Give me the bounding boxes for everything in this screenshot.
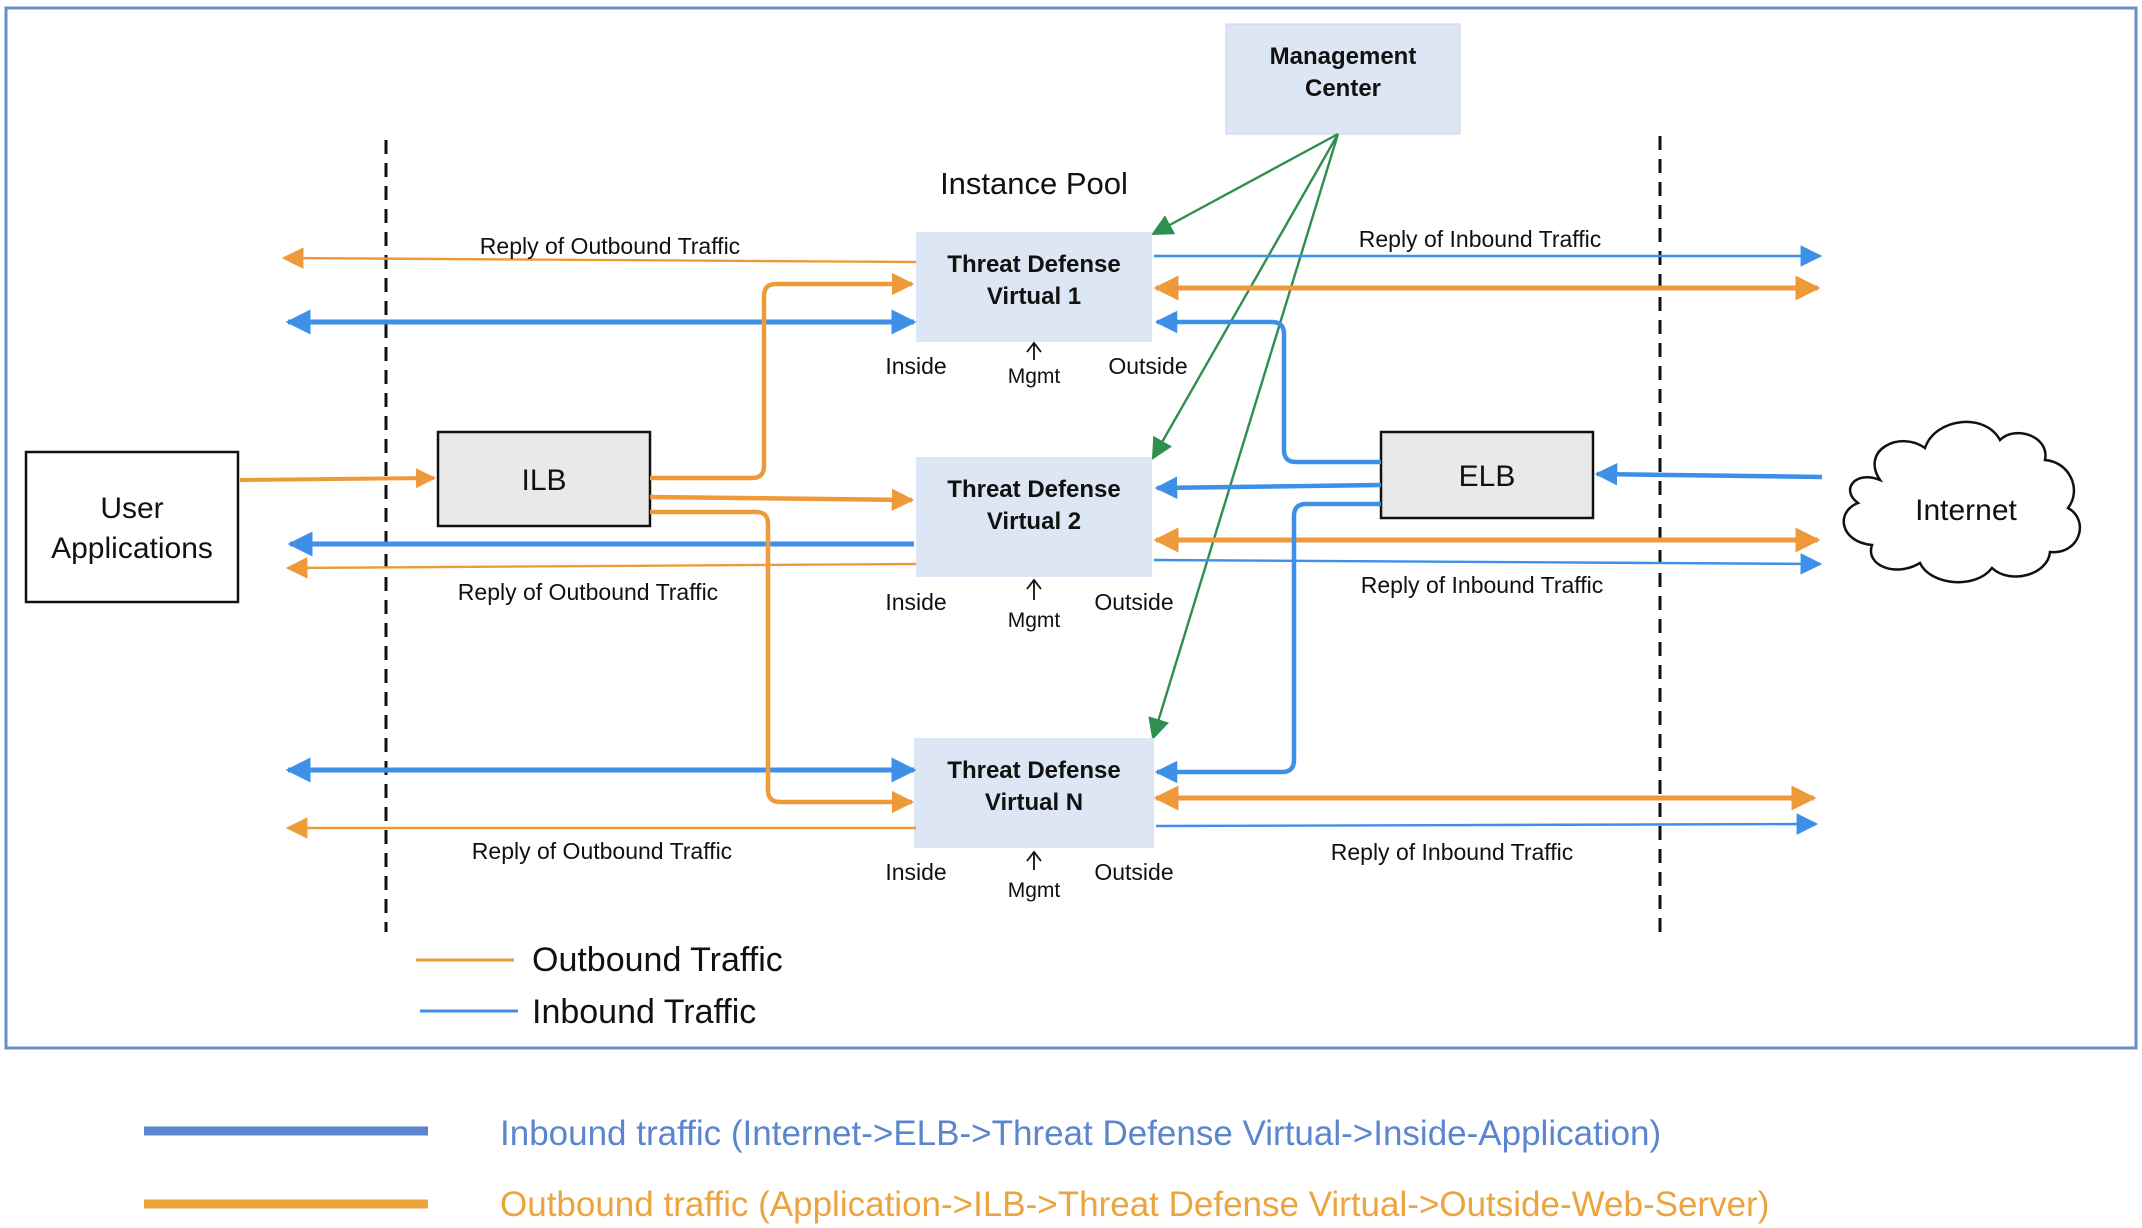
row1-reply-outbound-arrow bbox=[281, 247, 917, 269]
elb-to-ftdvn-path bbox=[1154, 501, 1381, 784]
ilb-box bbox=[436, 430, 652, 528]
bottom-legend-outbound-label: Outbound traffic (Application->ILB->Thre… bbox=[500, 1185, 1769, 1224]
row2-reply-outbound-arrow bbox=[285, 557, 917, 579]
ftdvn-inside-label: Inside bbox=[885, 859, 946, 885]
ftdv1-inside-label: Inside bbox=[885, 353, 946, 379]
ftdvn-mgmt-label: Mgmt bbox=[1008, 879, 1061, 902]
ftdv2-mgmt-label: Mgmt bbox=[1008, 609, 1061, 632]
ftdv2-inside-label: Inside bbox=[885, 589, 946, 615]
management-center-box bbox=[1225, 23, 1461, 135]
row2-reply-inbound-label: Reply of Inbound Traffic bbox=[1361, 572, 1604, 598]
row2-reply-outbound-label: Reply of Outbound Traffic bbox=[458, 579, 718, 605]
management-center-label-line2: Center bbox=[1305, 75, 1381, 102]
ftdv2-label-line1: Threat Defense bbox=[947, 476, 1120, 503]
ftdv1-label-line1: Threat Defense bbox=[947, 251, 1120, 278]
internet-label: Internet bbox=[1915, 494, 2017, 527]
elb-box bbox=[1379, 430, 1595, 520]
ftdv2-mgmt-arrowhead bbox=[1026, 578, 1042, 590]
ftdv1-box bbox=[916, 232, 1152, 342]
rown-reply-inbound-label: Reply of Inbound Traffic bbox=[1331, 839, 1574, 865]
ftdvn-mgmt-arrowhead bbox=[1026, 850, 1042, 862]
ilb-to-ftdv1-path bbox=[650, 272, 915, 481]
user-applications-label-line2: Applications bbox=[51, 532, 213, 565]
ftdvn-label-line1: Threat Defense bbox=[947, 757, 1120, 784]
ftdv2-box bbox=[916, 457, 1152, 577]
ftdv2-label-line2: Virtual 2 bbox=[987, 508, 1081, 535]
user-applications-box bbox=[24, 450, 240, 604]
ftdvn-box bbox=[914, 738, 1154, 848]
elb-label: ELB bbox=[1459, 460, 1516, 493]
rown-reply-inbound-arrow bbox=[1155, 813, 1819, 835]
user-applications-label-line1: User bbox=[100, 492, 163, 525]
ftdvn-label-line2: Virtual N bbox=[985, 789, 1083, 816]
rown-reply-outbound-label: Reply of Outbound Traffic bbox=[472, 838, 732, 864]
ftdvn-outside-label: Outside bbox=[1094, 859, 1173, 885]
ftdv1-label-line2: Virtual 1 bbox=[987, 283, 1081, 310]
bottom-legend-inbound-label: Inbound traffic (Internet->ELB->Threat D… bbox=[500, 1114, 1661, 1153]
ftdv1-mgmt-arrowhead bbox=[1026, 341, 1042, 353]
mgmt-arrow-ftdv1 bbox=[1151, 132, 1339, 236]
ilb-to-ftdvn-path bbox=[650, 509, 915, 814]
elb-to-ftdv2-arrow bbox=[1154, 476, 1382, 499]
internet-cloud-icon bbox=[1842, 420, 2082, 584]
row1-reply-outbound-label: Reply of Outbound Traffic bbox=[480, 233, 740, 259]
internet-to-elb-arrow bbox=[1594, 463, 1823, 486]
row2-reply-inbound-arrow bbox=[1153, 553, 1823, 575]
elb-to-ftdv1-path bbox=[1154, 310, 1381, 465]
ftdv1-outside-label: Outside bbox=[1108, 353, 1187, 379]
ilb-to-ftdv2-arrow bbox=[649, 488, 915, 512]
legend-inbound-label: Inbound Traffic bbox=[532, 993, 756, 1031]
ftdv2-outside-label: Outside bbox=[1094, 589, 1173, 615]
instance-pool-label: Instance Pool bbox=[940, 166, 1128, 201]
row1-reply-inbound-label: Reply of Inbound Traffic bbox=[1359, 226, 1602, 252]
ilb-label: ILB bbox=[521, 464, 566, 497]
userapps-to-ilb-arrow bbox=[239, 468, 436, 489]
management-center-label-line1: Management bbox=[1270, 43, 1417, 70]
mgmt-arrow-ftdvn bbox=[1148, 133, 1340, 741]
ftdv1-mgmt-label: Mgmt bbox=[1008, 365, 1061, 388]
legend-outbound-label: Outbound Traffic bbox=[532, 941, 783, 979]
